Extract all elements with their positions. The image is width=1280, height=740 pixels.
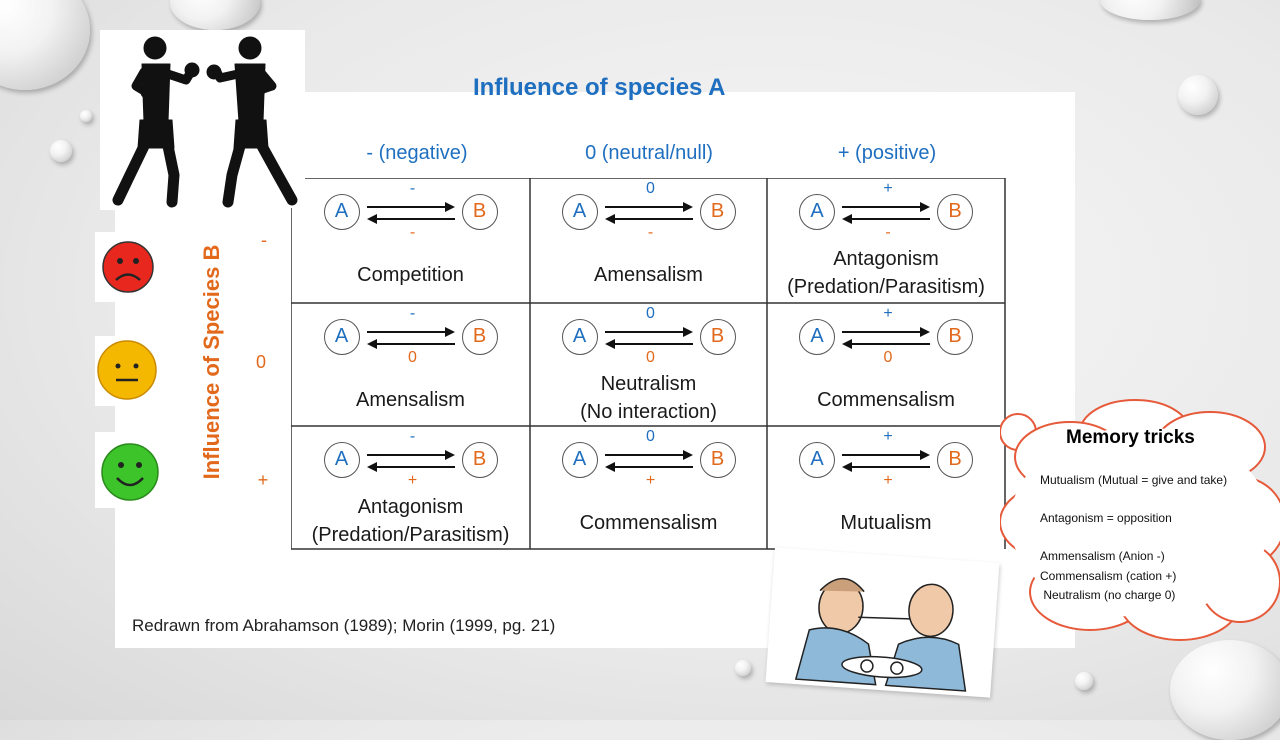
interaction-name: Neutralism [600,373,697,395]
water-drop [1100,0,1200,20]
effect-sign-b: - [647,224,654,241]
memory-line: Neutralism (no charge 0) [1040,588,1176,602]
species-b-node: B [461,319,498,355]
interaction-arrows [366,327,455,349]
water-drop [170,0,260,30]
interaction-arrows [604,327,693,349]
interaction-cell: A B - - Competition [291,178,530,303]
interaction-arrows [842,327,930,349]
effect-sign-a: 0 [646,180,655,197]
effect-sign-a: - [409,305,416,322]
species-b-node: B [937,442,973,478]
species-b-node: B [699,319,736,355]
sad-face-icon [95,232,165,302]
effect-sign-a: + [883,305,893,322]
memory-tricks-title: Memory tricks [1066,427,1195,448]
y-axis-label: Influence of Species B [199,244,224,480]
water-drop [1075,672,1093,690]
interaction-name: Antagonism [833,248,939,270]
species-a-node: A [799,194,835,230]
effect-sign-b: - [409,224,416,241]
effect-sign-b: 0 [883,349,893,366]
column-header-positive: + (positive) [837,142,937,164]
row-sign-neutral: 0 [255,352,267,372]
interaction-name: Competition [357,264,464,286]
effect-sign-b: 0 [408,349,417,366]
neutral-face-icon [95,336,165,406]
citation-text: Redrawn from Abrahamson (1989); Morin (1… [132,616,556,635]
diagram-title: Influence of species A [473,74,726,101]
interaction-arrows [366,202,455,224]
species-a-node: A [799,319,835,355]
effect-sign-a: - [409,180,416,197]
effect-sign-b: + [883,472,893,489]
effect-sign-b: + [407,472,418,489]
column-header-neutral: 0 (neutral/null) [585,142,713,164]
interaction-name: Amensalism [356,389,465,411]
species-b-node: B [937,319,973,355]
interaction-arrows [604,202,693,224]
row-sign-positive: + [257,470,269,490]
species-b-node: B [699,194,736,230]
species-a-node: A [561,442,598,478]
effect-sign-a: 0 [646,428,655,445]
species-a-node: A [561,194,598,230]
effect-sign-a: + [883,180,893,197]
species-b-node: B [699,442,736,478]
happy-face-icon [95,432,167,508]
species-a-node: A [799,442,835,478]
interaction-cell: A B - + Antagonism (Predation/Parasitism) [291,426,530,549]
species-b-node: B [461,442,498,478]
interaction-name: Commensalism [579,512,718,534]
interaction-cell: A B 0 + Commensalism [530,426,767,549]
interaction-subtitle: (Predation/Parasitism) [311,524,510,546]
row-sign-negative: - [261,230,267,250]
memory-line: Commensalism (cation +) [1040,569,1177,583]
interaction-arrows [366,450,455,472]
memory-line: Ammensalism (Anion -) [1040,549,1165,563]
water-drop [80,110,92,122]
effect-sign-a: + [883,428,893,445]
species-a-node: A [323,319,360,355]
interaction-arrows [604,450,693,472]
interaction-arrows [842,450,930,472]
interaction-cell: A B + + Mutualism [767,426,1005,549]
water-drop [1178,75,1218,115]
memory-line: Mutualism (Mutual = give and take) [1040,473,1228,487]
species-a-node: A [323,442,360,478]
species-b-node: B [937,194,973,230]
species-a-node: A [561,319,598,355]
effect-sign-a: 0 [646,305,655,322]
effect-sign-a: - [409,428,416,445]
effect-sign-b: + [645,472,656,489]
interaction-arrows [842,202,930,224]
interaction-subtitle: (No interaction) [580,401,717,423]
cartoon-illustration [765,547,1000,698]
species-a-node: A [323,194,360,230]
water-drop [0,0,90,90]
water-drop [50,140,72,162]
memory-line: Antagonism = opposition [1040,511,1172,525]
interaction-name: Commensalism [817,389,955,411]
water-drop [735,660,751,676]
interaction-cell: A B + - Antagonism (Predation/Parasitism) [767,178,1005,303]
column-header-negative: - (negative) [366,142,468,164]
effect-sign-b: 0 [646,349,655,366]
interaction-cell: A B 0 - Amensalism [530,178,767,303]
species-b-node: B [461,194,498,230]
boxers-illustration [100,30,305,210]
effect-sign-b: - [885,224,891,241]
interaction-name: Mutualism [840,512,932,534]
thought-cloud [1000,399,1280,641]
interaction-name: Antagonism [357,496,464,518]
interaction-subtitle: (Predation/Parasitism) [787,276,985,298]
interaction-name: Amensalism [594,264,703,286]
